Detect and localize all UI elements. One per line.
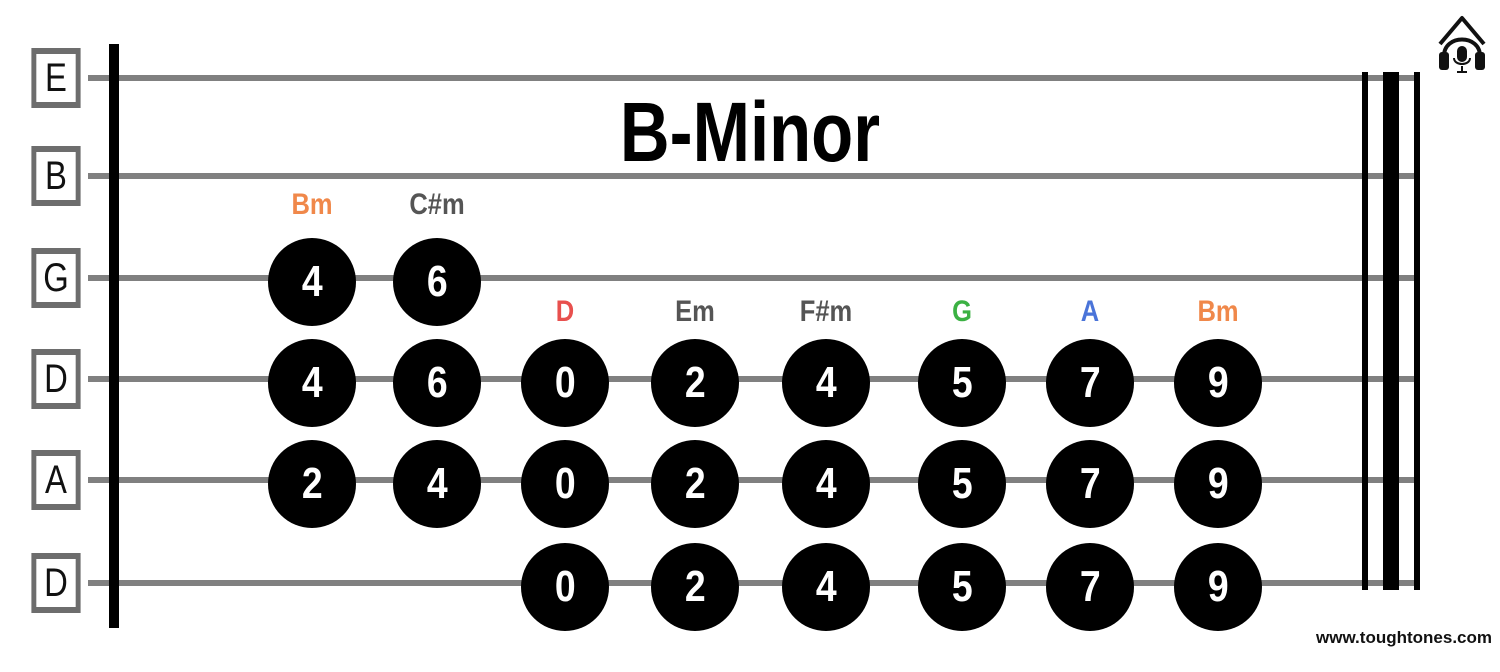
scale-title: B-Minor — [619, 85, 881, 179]
string-label: D — [31, 553, 81, 613]
fret-dot: 7 — [1046, 339, 1134, 427]
fret-dot: 4 — [782, 440, 870, 528]
fret-number: 2 — [684, 358, 706, 407]
fret-number: 7 — [1079, 358, 1101, 407]
fret-dot: 4 — [268, 339, 356, 427]
fret-number: 9 — [1207, 459, 1229, 508]
fret-dot: 9 — [1174, 339, 1262, 427]
fret-dot: 9 — [1174, 440, 1262, 528]
fret-dot: 0 — [521, 440, 609, 528]
fret-number: 4 — [815, 358, 837, 407]
fret-dot: 7 — [1046, 543, 1134, 631]
house-headphones-icon — [1438, 16, 1486, 73]
chord-label: C#m — [409, 188, 465, 221]
fret-dot: 5 — [918, 440, 1006, 528]
fret-dot: 2 — [651, 339, 739, 427]
chord-label: F#m — [799, 295, 853, 328]
fret-dot: 4 — [782, 543, 870, 631]
fret-number: 2 — [684, 459, 706, 508]
fret-number: 2 — [301, 459, 323, 508]
chord-label: Em — [675, 295, 715, 328]
fret-number: 0 — [554, 459, 576, 508]
start-bar — [109, 44, 119, 628]
string-label: B — [31, 146, 81, 206]
fret-dot: 4 — [393, 440, 481, 528]
fret-number: 9 — [1207, 562, 1229, 611]
fret-dot: 4 — [268, 238, 356, 326]
fret-number: 7 — [1079, 562, 1101, 611]
fret-dot: 5 — [918, 543, 1006, 631]
fret-dot: 2 — [268, 440, 356, 528]
fret-dot: 6 — [393, 339, 481, 427]
fret-number: 5 — [951, 459, 973, 508]
chord-label: Bm — [291, 188, 333, 221]
end-bar-thin-left — [1362, 72, 1368, 590]
fret-dot: 9 — [1174, 543, 1262, 631]
fret-dot: 5 — [918, 339, 1006, 427]
fret-dot: 4 — [782, 339, 870, 427]
fret-number: 6 — [426, 358, 448, 407]
end-bar-thick — [1383, 72, 1399, 590]
fret-number: 0 — [554, 562, 576, 611]
fret-number: 4 — [301, 358, 323, 407]
string-label: D — [31, 349, 81, 409]
fret-number: 5 — [951, 562, 973, 611]
chord-label: G — [952, 295, 972, 328]
fret-number: 0 — [554, 358, 576, 407]
fret-number: 4 — [815, 459, 837, 508]
fret-dot: 7 — [1046, 440, 1134, 528]
fret-number: 5 — [951, 358, 973, 407]
string-label: A — [31, 450, 81, 510]
fret-number: 6 — [426, 257, 448, 306]
string-label: E — [31, 48, 81, 108]
fret-dot: 6 — [393, 238, 481, 326]
fret-number: 4 — [815, 562, 837, 611]
fret-dot: 2 — [651, 440, 739, 528]
fret-number: 4 — [301, 257, 323, 306]
chord-label: A — [1080, 295, 1100, 328]
fret-dot: 2 — [651, 543, 739, 631]
fret-dot: 0 — [521, 543, 609, 631]
fret-number: 7 — [1079, 459, 1101, 508]
fret-number: 2 — [684, 562, 706, 611]
fret-dot: 0 — [521, 339, 609, 427]
website-url: www.toughtones.com — [1316, 628, 1492, 647]
fret-number: 9 — [1207, 358, 1229, 407]
chord-label: D — [555, 295, 575, 328]
end-bar-thin-right — [1414, 72, 1420, 590]
chord-label: Bm — [1197, 295, 1239, 328]
fret-number: 4 — [426, 459, 448, 508]
string-label: G — [31, 248, 81, 308]
